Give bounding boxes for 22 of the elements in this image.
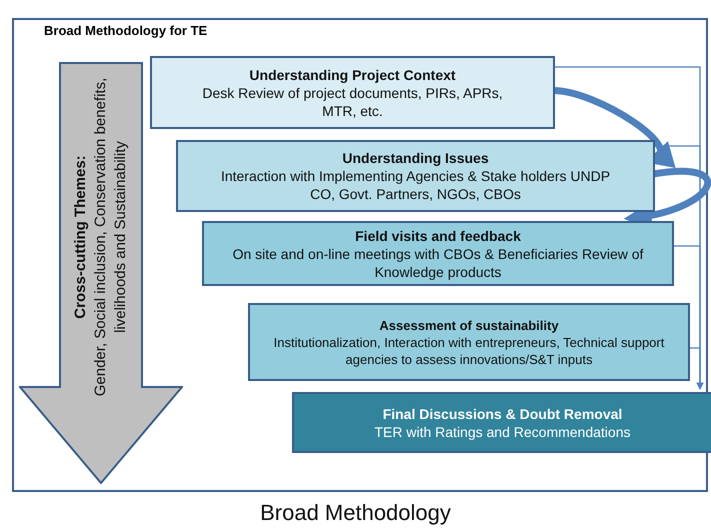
arrow-text: Gender, Social inclusion, Conservation benefits, livelihoods and Sustainability	[91, 76, 130, 398]
box-text: On site and on-line meetings with CBOs & Beneficiaries Review of Knowledge products	[232, 244, 644, 280]
box-text: Desk Review of project documents, PIRs, APRs, MTR, etc.	[201, 84, 504, 120]
caption: Broad Methodology	[259, 500, 452, 526]
box-heading: Understanding Issues	[342, 149, 489, 167]
box-heading: Understanding Project Context	[249, 66, 456, 84]
frame	[12, 18, 708, 492]
process-box	[292, 392, 711, 453]
arrow	[688, 347, 704, 390]
process-box	[202, 221, 674, 286]
box-text: Interaction with Implementing Agencies & Stake holders UNDP CO, Govt. Partners, NGOs, CBOs	[220, 167, 612, 203]
box-text: Institutionalization, Interaction with entrepreneurs, Technical support agencies to assess innovations/S&T inputs	[272, 334, 666, 368]
process-box	[248, 303, 690, 381]
arrow-heading: Cross-cutting Themes:	[71, 154, 90, 321]
process-box	[150, 56, 555, 129]
box-heading: Assessment of sustainability	[379, 316, 559, 334]
box-heading: Field visits and feedback	[355, 226, 521, 244]
box-heading: Final Discussions & Doubt Removal	[382, 404, 622, 422]
box-text: TER with Ratings and Recommendations	[374, 422, 630, 440]
frame-heading: Broad Methodology for TE	[44, 23, 208, 38]
down-arrow	[19, 62, 183, 484]
process-box	[176, 140, 655, 212]
